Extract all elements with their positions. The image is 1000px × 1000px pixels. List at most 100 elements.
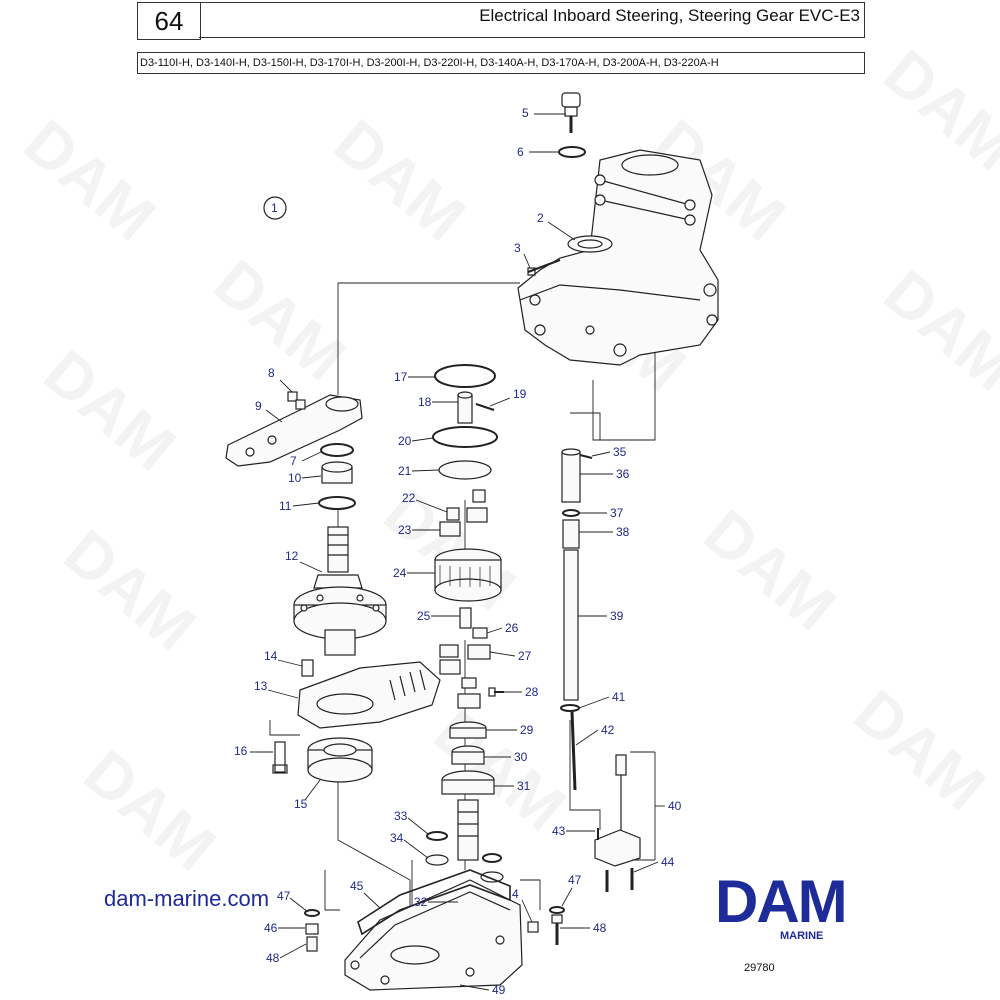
- callout-label: 25: [417, 609, 431, 623]
- watermark: DAM: [871, 256, 1000, 405]
- callout-label: 39: [610, 609, 624, 623]
- clip-35: [579, 454, 593, 459]
- washer-34: [425, 854, 449, 866]
- callout-label: 31: [517, 779, 531, 793]
- callout-label: 13: [254, 679, 268, 693]
- steering-arm: [225, 391, 363, 467]
- ring-gear-24: [434, 548, 502, 602]
- callout-label: 35: [613, 445, 627, 459]
- sleeve-38: [562, 519, 580, 549]
- leader-line: [363, 892, 381, 909]
- brand-subtitle: MARINE: [780, 930, 824, 942]
- callout-label: 42: [601, 723, 615, 737]
- callout-label: 20: [398, 434, 412, 448]
- callout-label: 5: [522, 106, 529, 120]
- leader-line: [459, 984, 490, 991]
- bolt-48-right: [551, 914, 563, 945]
- callout-label: 2: [537, 211, 544, 225]
- bolt-44: [605, 868, 634, 892]
- o-ring-11: [318, 496, 356, 510]
- seal-7: [320, 443, 354, 457]
- washer-34b: [480, 871, 504, 883]
- callout-label: 30: [514, 750, 528, 764]
- leader-line: [301, 451, 322, 462]
- watermark: DAM: [871, 36, 1000, 185]
- leader-line: [486, 627, 503, 634]
- callout-label: 48: [266, 951, 280, 965]
- leader-line: [591, 451, 611, 457]
- callout-label: 18: [418, 395, 432, 409]
- sleeve-36: [561, 448, 581, 503]
- callout-label: 47: [568, 873, 582, 887]
- dowel-14: [301, 659, 314, 677]
- seal-33: [426, 831, 448, 841]
- watermark: DAM: [691, 496, 849, 645]
- callout-label: 23: [398, 523, 412, 537]
- callout-label: 49: [492, 983, 506, 997]
- steering-housing: [517, 149, 719, 366]
- page-title: Electrical Inboard Steering, Steering Ge…: [199, 2, 865, 38]
- callout-label: 48: [593, 921, 607, 935]
- output-shaft-31: [441, 770, 495, 861]
- screw-28: [488, 687, 504, 697]
- leader-line: [578, 696, 610, 709]
- svg-text:1: 1: [271, 201, 278, 215]
- spacer-46: [305, 923, 319, 935]
- plug-4: [527, 921, 539, 933]
- leader-line: [265, 409, 283, 423]
- callout-label: 38: [616, 525, 630, 539]
- callout-label: 12: [285, 549, 299, 563]
- callout-label: 26: [505, 621, 519, 635]
- tube-39: [563, 549, 579, 701]
- bearing-10: [321, 461, 353, 484]
- seal-33b: [482, 853, 502, 863]
- callout-label: 41: [612, 690, 626, 704]
- reference-number: 29780: [744, 962, 775, 974]
- callout-label: 7: [290, 454, 297, 468]
- watermark: DAM: [71, 736, 229, 885]
- leader-line: [301, 475, 322, 479]
- leader-line: [489, 651, 516, 657]
- callout-label: 43: [552, 824, 566, 838]
- sensor-40: [594, 754, 641, 867]
- output-shaft-12: [293, 526, 387, 656]
- watermark: DAM: [11, 106, 169, 255]
- leader-line: [561, 887, 573, 907]
- callout-label: 32: [414, 895, 428, 909]
- gasket-45: [357, 869, 511, 936]
- bearing-15: [307, 737, 373, 783]
- callout-label: 47: [277, 889, 291, 903]
- washer-21: [438, 460, 492, 480]
- callout-label: 44: [661, 855, 675, 869]
- callout-label: 6: [517, 145, 524, 159]
- callout-label: 46: [264, 921, 278, 935]
- callout-label: 34: [390, 831, 404, 845]
- leader-line: [299, 561, 323, 573]
- group-marker: 1: [263, 196, 287, 220]
- leader-line: [547, 221, 576, 241]
- callout-label: 45: [350, 879, 364, 893]
- screw-3: [527, 258, 561, 276]
- leader-line: [289, 897, 309, 913]
- callout-label: 24: [393, 566, 407, 580]
- callout-label: 21: [398, 464, 412, 478]
- leader-line: [521, 899, 533, 923]
- callout-label: 9: [255, 399, 262, 413]
- website-url[interactable]: dam-marine.com: [104, 886, 270, 911]
- o-ring-41: [560, 704, 580, 712]
- rod-42: [570, 711, 577, 791]
- leader-line: [304, 779, 321, 801]
- leader-line: [411, 437, 434, 442]
- callout-label: 33: [394, 809, 408, 823]
- watermark: DAM: [841, 676, 999, 825]
- callout-label: 27: [518, 649, 532, 663]
- callout-label: 22: [402, 491, 416, 505]
- callout-label: 15: [294, 797, 308, 811]
- page-number: 64: [137, 2, 201, 40]
- watermark: DAM: [51, 516, 209, 665]
- watermark: DAM: [31, 336, 189, 485]
- callout-label: 17: [394, 370, 408, 384]
- retaining-ring-20: [432, 426, 498, 448]
- callout-label: 36: [616, 467, 630, 481]
